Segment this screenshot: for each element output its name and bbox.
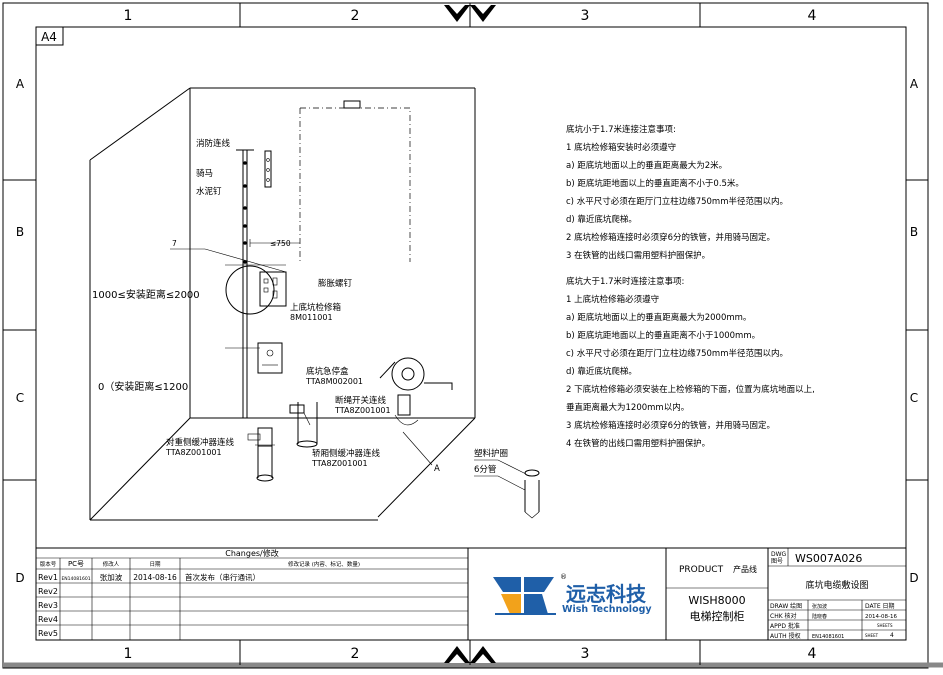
logo-registered-mark: ® (560, 573, 567, 581)
dwg-number: WS007A026 (795, 552, 862, 565)
row-label-d-right: D (909, 571, 918, 585)
notes-large-item: 垂直距离最大为1200mm以内。 (566, 402, 689, 413)
draw-label: DRAW 绘图 (770, 602, 802, 610)
changes-header: PC号 (68, 560, 84, 568)
notes-small-item: c) 水平尺寸必须在距厅门立柱边缘750mm半径范围以内。 (566, 196, 788, 207)
notes-small-item: 1 底坑检修箱安装时必须遵守 (566, 142, 676, 153)
sheet-label: SHEET (865, 633, 879, 638)
changes-title: Changes/修改 (225, 548, 279, 558)
callout-estop-code: TTA8M002001 (305, 377, 363, 386)
callout-upper-box: 上底坑检修箱 (290, 302, 342, 313)
col-label-1-top: 1 (124, 8, 133, 24)
notes-small-item: a) 距底坑地面以上的垂直距离最大为2米。 (566, 160, 727, 171)
table-row-pc: EN14081601 (61, 576, 90, 582)
logo-cn-name: 远志科技 (566, 582, 647, 606)
callout-fire-line: 消防连线 (196, 138, 231, 149)
table-row-rev: Rev2 (38, 587, 58, 596)
product-label: PRODUCT (679, 565, 724, 575)
notes-large-item: c) 水平尺寸必须在距厅门立柱边缘750mm半径范围以内。 (566, 348, 788, 359)
callout-estop-box: 底坑急停盒 (306, 366, 349, 377)
row-label-c-right: C (910, 391, 918, 405)
col-label-1-bottom: 1 (124, 646, 133, 662)
notes-large-item: 2 下底坑检修箱必须安装在上检修箱的下面，位置为底坑地面以上, (566, 384, 815, 395)
auth-label: AUTH 授权 (770, 632, 801, 640)
row-label-b-left: B (16, 225, 24, 239)
changes-header: 版本号 (40, 560, 57, 568)
changes-header: 修改记录 (内容、标记、数量) (288, 560, 360, 568)
date-label: DATE 日期 (865, 602, 895, 610)
sheets-label: SHEETS (877, 623, 893, 628)
table-row-record: 首次发布（串行通讯） (185, 572, 260, 582)
section-label-a: A (434, 464, 440, 474)
dwg-label: DWG (771, 551, 787, 558)
drawing-title: 底坑电缆敷设图 (805, 579, 868, 591)
product-name: 电梯控制柜 (690, 609, 745, 623)
callout-car-buffer: 轿厢侧缓冲器连线 (312, 448, 381, 459)
notes-small-item: d) 靠近底坑爬梯。 (566, 214, 637, 225)
changes-header: 修改人 (103, 560, 120, 568)
appd-label: APPD 批准 (770, 622, 800, 630)
range-lower-label: 0（安装距离≤1200 (98, 380, 188, 393)
notes-large-item: a) 距底坑地面以上的垂直距离最大为2000mm。 (566, 312, 751, 323)
sheet-size-label: A4 (41, 30, 57, 44)
table-row-rev: Rev5 (38, 629, 58, 638)
product-model: WISH8000 (688, 594, 745, 607)
callout-cwt-buffer: 对重侧缓冲器连线 (166, 437, 235, 448)
col-label-3-bottom: 3 (581, 646, 590, 662)
callout-pipe-6: 6分管 (474, 464, 496, 475)
notes-large-item: b) 距底坑距地面以上的垂直距离不小于1000mm。 (566, 330, 760, 341)
range-upper-label: 1000≤安装距离≤2000 (92, 288, 200, 301)
dwg-label-cn: 图号 (771, 558, 783, 565)
title-block-grid (467, 547, 907, 641)
table-row-author: 张加波 (100, 572, 123, 582)
callout-plastic-ring: 塑料护圈 (474, 448, 508, 459)
sheet-value: 4 (890, 632, 894, 639)
dimension-750: ≤750 (270, 239, 291, 248)
col-label-3-top: 3 (581, 8, 590, 24)
notes-large-title: 底坑大于1.7米时连接注意事项: (566, 276, 684, 287)
changes-table-grid (35, 547, 469, 641)
date-value: 2014-08-16 (865, 614, 897, 620)
notes-small-item: b) 距底坑距地面以上的垂直距离不小于0.5米。 (566, 178, 744, 189)
callout-saddle: 骑马 (196, 168, 213, 179)
col-label-4-bottom: 4 (808, 646, 817, 662)
callout-rope-switch: 断绳开关连线 (335, 395, 387, 406)
wish-logo-icon (493, 577, 556, 615)
callout-item-7: 7 (172, 239, 177, 248)
logo-en-name: Wish Technology (562, 604, 652, 615)
row-label-b-right: B (910, 225, 918, 239)
col-label-4-top: 4 (808, 8, 817, 24)
callout-expansion-screw: 膨胀螺钉 (318, 278, 353, 289)
changes-header: 日期 (149, 561, 161, 568)
callout-upper-box-code: 8M011001 (290, 313, 333, 322)
chk-label: CHK 核对 (770, 612, 797, 620)
row-label-a-right: A (910, 77, 919, 91)
callout-cement-nail: 水泥钉 (196, 186, 222, 197)
callout-car-buffer-code: TTA8Z001001 (311, 459, 368, 468)
row-label-a-left: A (16, 77, 25, 91)
table-row-rev: Rev1 (38, 573, 58, 582)
notes-small-title: 底坑小于1.7米连接注意事项: (566, 124, 676, 135)
row-label-d-left: D (15, 571, 24, 585)
notes-large-item: d) 靠近底坑爬梯。 (566, 366, 637, 377)
col-label-2-bottom: 2 (351, 646, 360, 662)
notes-large-item: 3 底坑检修箱连接时必须穿6分的铁管，并用骑马固定。 (566, 420, 775, 431)
product-label-cn: 产品线 (733, 564, 757, 574)
table-row-rev: Rev4 (38, 615, 58, 624)
pit-drawing (89, 87, 540, 521)
notes-large-item: 1 上底坑检修箱必须遵守 (566, 294, 659, 305)
col-label-2-top: 2 (351, 8, 360, 24)
callout-cwt-buffer-code: TTA8Z001001 (165, 448, 222, 457)
draw-name: 张加波 (812, 603, 827, 610)
auth-value: EN14081601 (812, 634, 844, 640)
notes-small-item: 3 在铁管的出线口需用塑料护圈保护。 (566, 250, 710, 261)
callout-rope-switch-code: TTA8Z001001 (334, 406, 391, 415)
chk-name: 陆晓春 (812, 613, 827, 620)
table-row-rev: Rev3 (38, 601, 58, 610)
table-row-date: 2014-08-16 (133, 573, 177, 582)
notes-small-item: 2 底坑检修箱连接时必须穿6分的铁管，并用骑马固定。 (566, 232, 775, 243)
row-label-c-left: C (16, 391, 24, 405)
notes-large-item: 4 在铁管的出线口需用塑料护圈保护。 (566, 438, 710, 449)
